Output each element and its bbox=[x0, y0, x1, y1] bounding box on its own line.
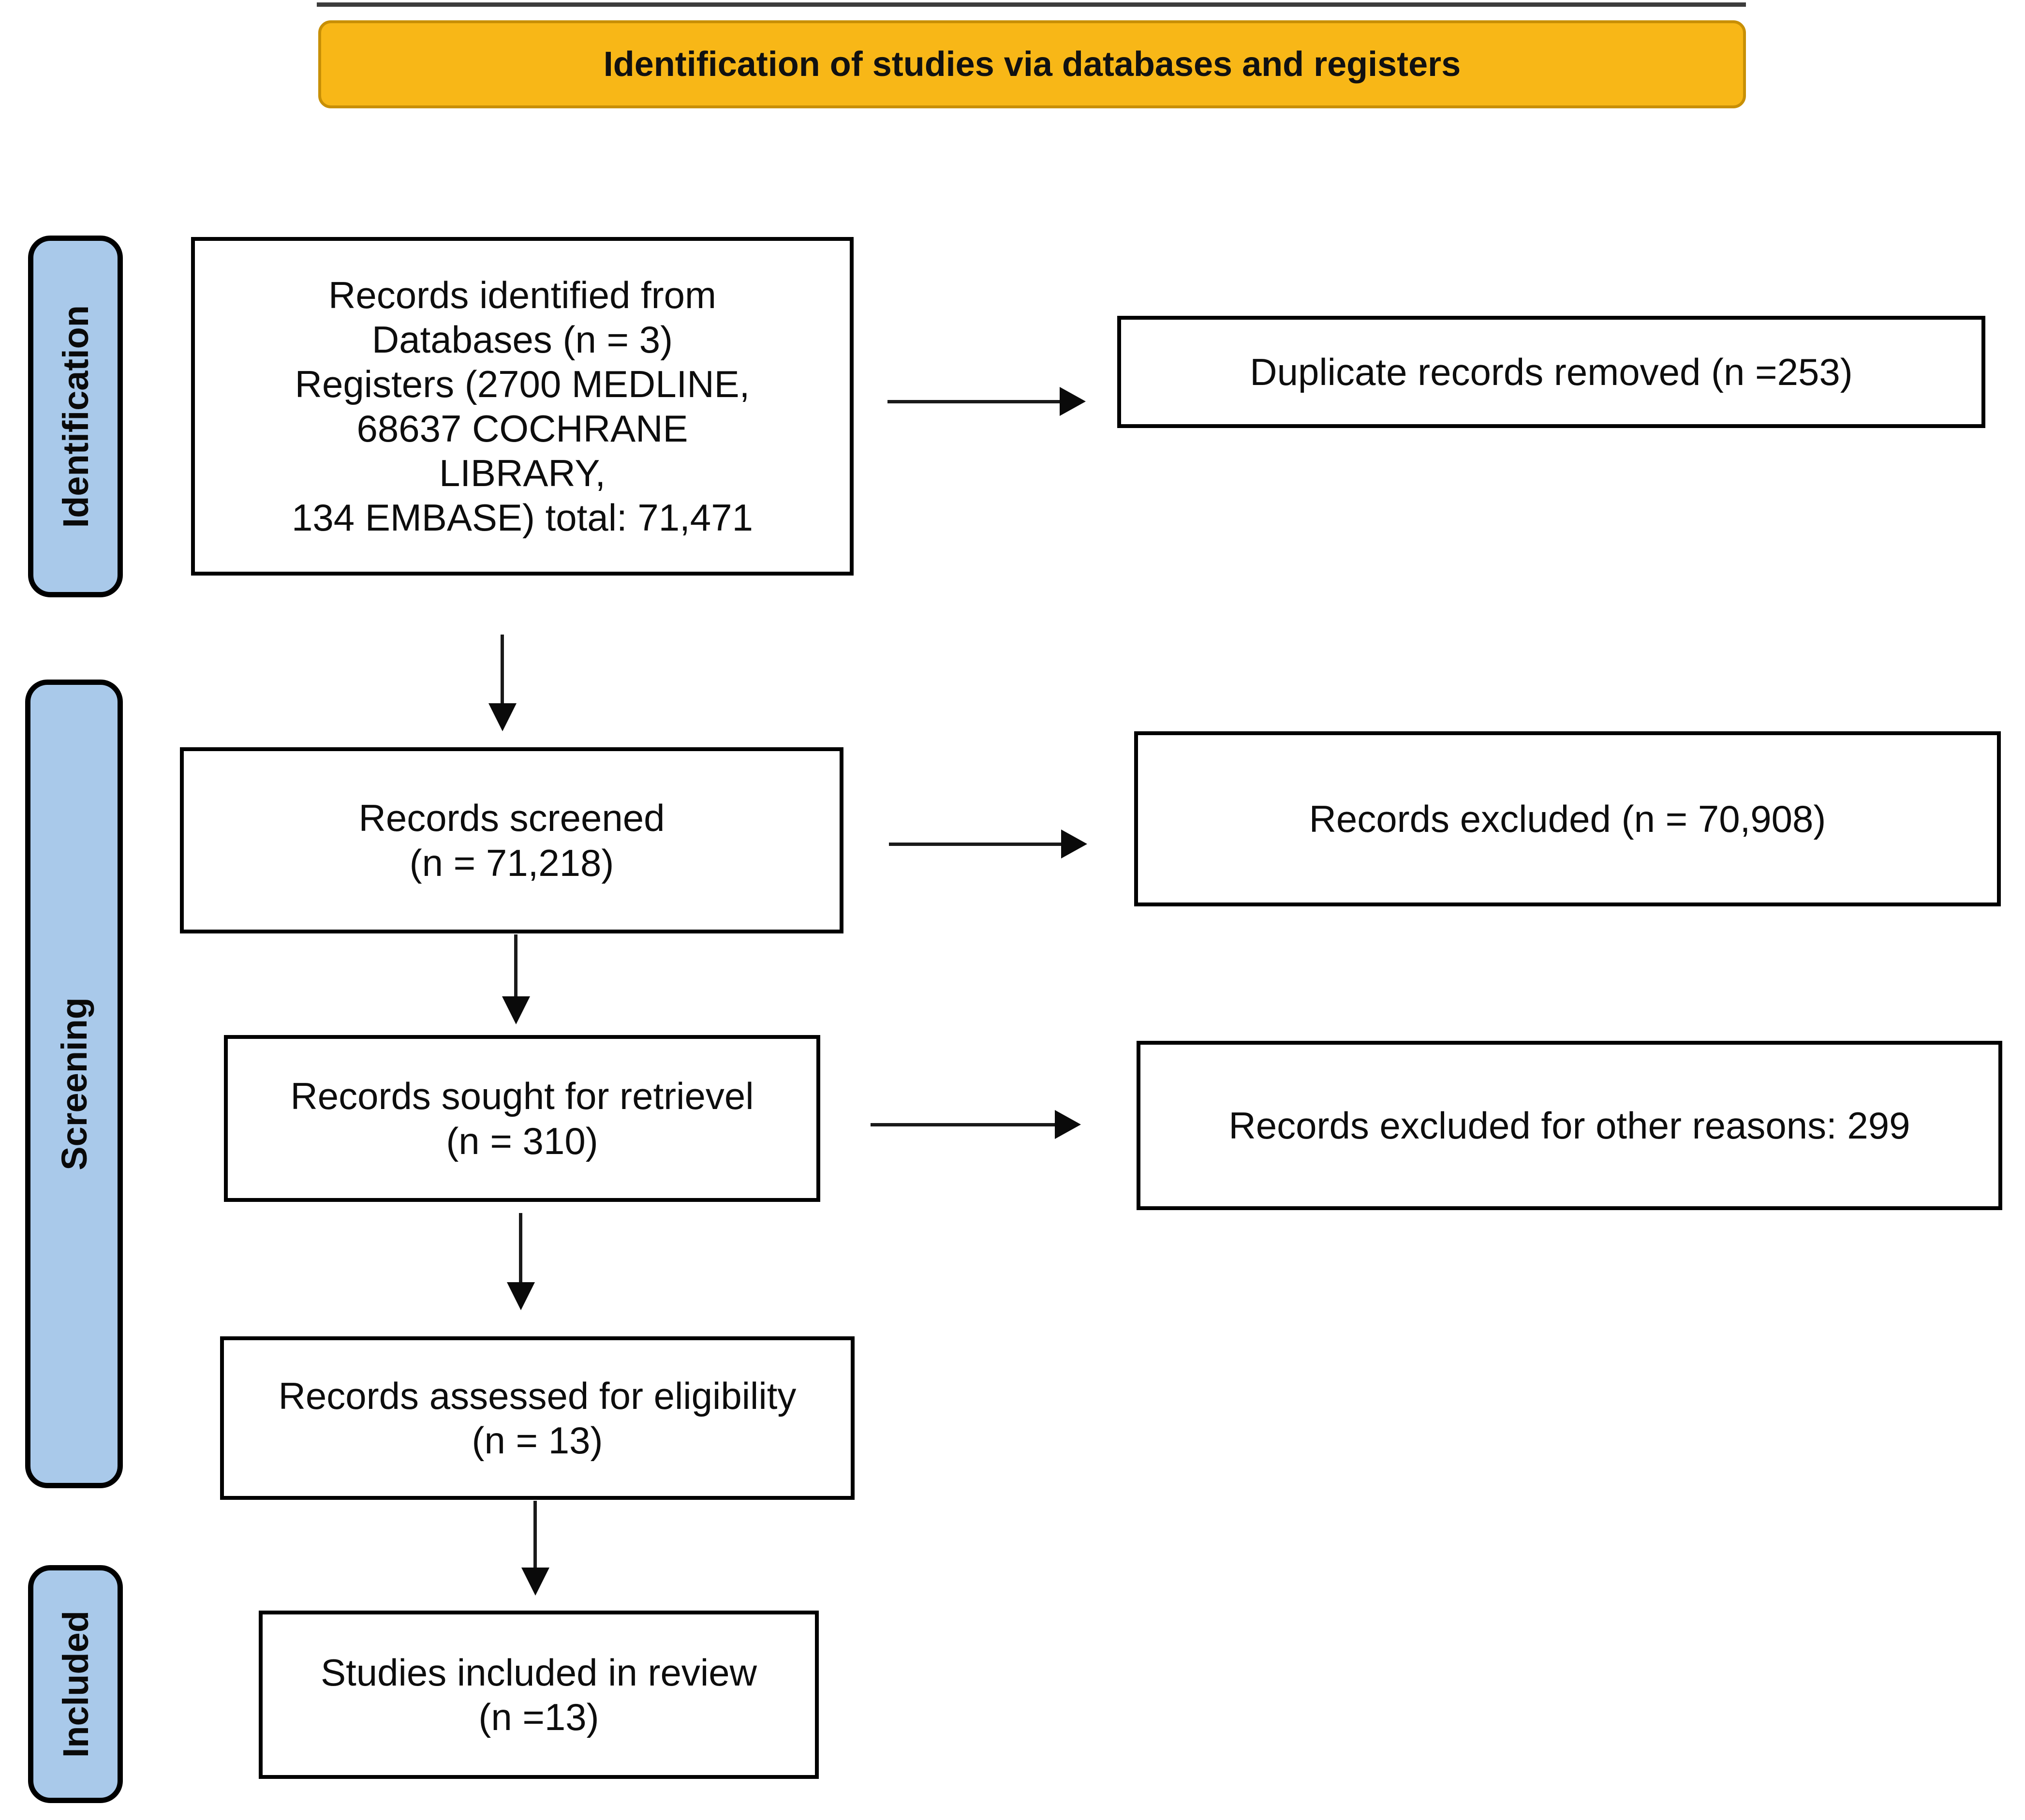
box-excluded-other-reasons: Records excluded for other reasons: 299 bbox=[1137, 1041, 2002, 1210]
stage-label-text: Identification bbox=[55, 305, 96, 528]
box-text-line: Records assessed for eligibility bbox=[278, 1374, 797, 1417]
box-text-line: (n = 310) bbox=[446, 1119, 598, 1162]
box-records-identified: Records identified from Databases (n = 3… bbox=[191, 237, 854, 576]
box-text-line: Studies included in review bbox=[321, 1651, 757, 1694]
box-text-line: LIBRARY, bbox=[439, 452, 606, 495]
arrow-screened-to-sought bbox=[500, 934, 533, 1026]
box-duplicates-removed: Duplicate records removed (n =253) bbox=[1117, 316, 1985, 428]
stage-label-included: Included bbox=[28, 1565, 123, 1803]
box-records-excluded: Records excluded (n = 70,908) bbox=[1134, 731, 2001, 906]
box-text-line: Records excluded for other reasons: 299 bbox=[1228, 1104, 1910, 1147]
diagram-title: Identification of studies via databases … bbox=[603, 45, 1461, 84]
box-text-line: Duplicate records removed (n =253) bbox=[1250, 350, 1853, 393]
stage-label-identification: Identification bbox=[28, 236, 123, 597]
box-text-line: Records excluded (n = 70,908) bbox=[1309, 797, 1826, 840]
box-text-line: Records screened bbox=[358, 797, 665, 840]
arrow-sought-to-other-reasons bbox=[871, 1108, 1081, 1141]
arrow-identified-to-screened bbox=[486, 635, 520, 731]
box-text-line: Records identified from bbox=[328, 273, 716, 316]
box-records-screened: Records screened (n = 71,218) bbox=[180, 747, 843, 933]
top-rule-line bbox=[317, 2, 1746, 7]
stage-label-text: Included bbox=[55, 1610, 96, 1758]
box-records-sought: Records sought for retrievel (n = 310) bbox=[224, 1035, 820, 1202]
box-records-assessed: Records assessed for eligibility (n = 13… bbox=[220, 1336, 855, 1500]
arrow-sought-to-assessed bbox=[504, 1213, 538, 1312]
box-text-line: Records sought for retrievel bbox=[290, 1075, 754, 1118]
box-text-line: Databases (n = 3) bbox=[371, 318, 673, 361]
stage-label-screening: Screening bbox=[25, 680, 123, 1488]
box-text-line: 68637 COCHRANE bbox=[356, 407, 688, 450]
box-studies-included: Studies included in review (n =13) bbox=[259, 1611, 819, 1779]
stage-label-text: Screening bbox=[54, 997, 94, 1170]
box-text-line: (n =13) bbox=[478, 1696, 599, 1738]
box-text-line: (n = 13) bbox=[472, 1419, 603, 1462]
arrow-identified-to-duplicates bbox=[887, 385, 1086, 418]
box-text-line: Registers (2700 MEDLINE, bbox=[295, 362, 750, 405]
arrow-screened-to-excluded bbox=[889, 827, 1087, 861]
arrow-assessed-to-included bbox=[519, 1501, 553, 1598]
title-banner: Identification of studies via databases … bbox=[318, 20, 1746, 108]
box-text-line: (n = 71,218) bbox=[409, 841, 614, 884]
box-text-line: 134 EMBASE) total: 71,471 bbox=[292, 496, 753, 539]
